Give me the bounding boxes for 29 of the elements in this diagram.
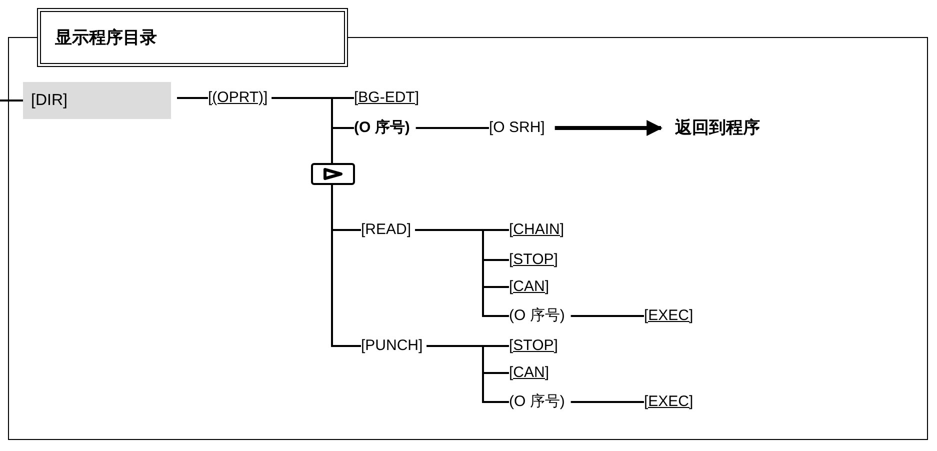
connector-line <box>415 229 509 317</box>
menu-label: [EXEC] <box>644 393 694 411</box>
menu-label: [CHAIN] <box>509 221 564 239</box>
menu-label: 返回到程序 <box>675 119 760 137</box>
key-box <box>311 163 355 185</box>
connector-line <box>177 97 208 99</box>
menu-label: [BG-EDT] <box>354 89 420 107</box>
menu-label: (O 序号) <box>509 393 565 411</box>
menu-label: [STOP] <box>509 251 558 269</box>
title-box: 显示程序目录 <box>37 8 348 67</box>
connector-line <box>570 315 644 317</box>
menu-label: [CAN] <box>509 364 550 382</box>
connector-line <box>331 185 361 347</box>
menu-label: [STOP] <box>509 337 558 355</box>
menu-key: [DIR] <box>23 82 171 119</box>
menu-label: [O SRH] <box>489 119 545 137</box>
menu-label: [EXEC] <box>644 307 694 325</box>
menu-label: (O 序号) <box>354 119 410 137</box>
menu-label: [(OPRT)] <box>208 89 268 107</box>
menu-label: [PUNCH] <box>361 337 423 355</box>
connector-line <box>0 100 23 102</box>
double-arrow <box>554 120 663 136</box>
menu-label: (O 序号) <box>509 307 565 325</box>
connector-line <box>426 345 509 403</box>
connector-line <box>272 97 333 163</box>
menu-label: [CAN] <box>509 278 550 296</box>
menu-label: [READ] <box>361 221 412 239</box>
connector-line <box>570 401 644 403</box>
connector-line <box>416 127 489 129</box>
